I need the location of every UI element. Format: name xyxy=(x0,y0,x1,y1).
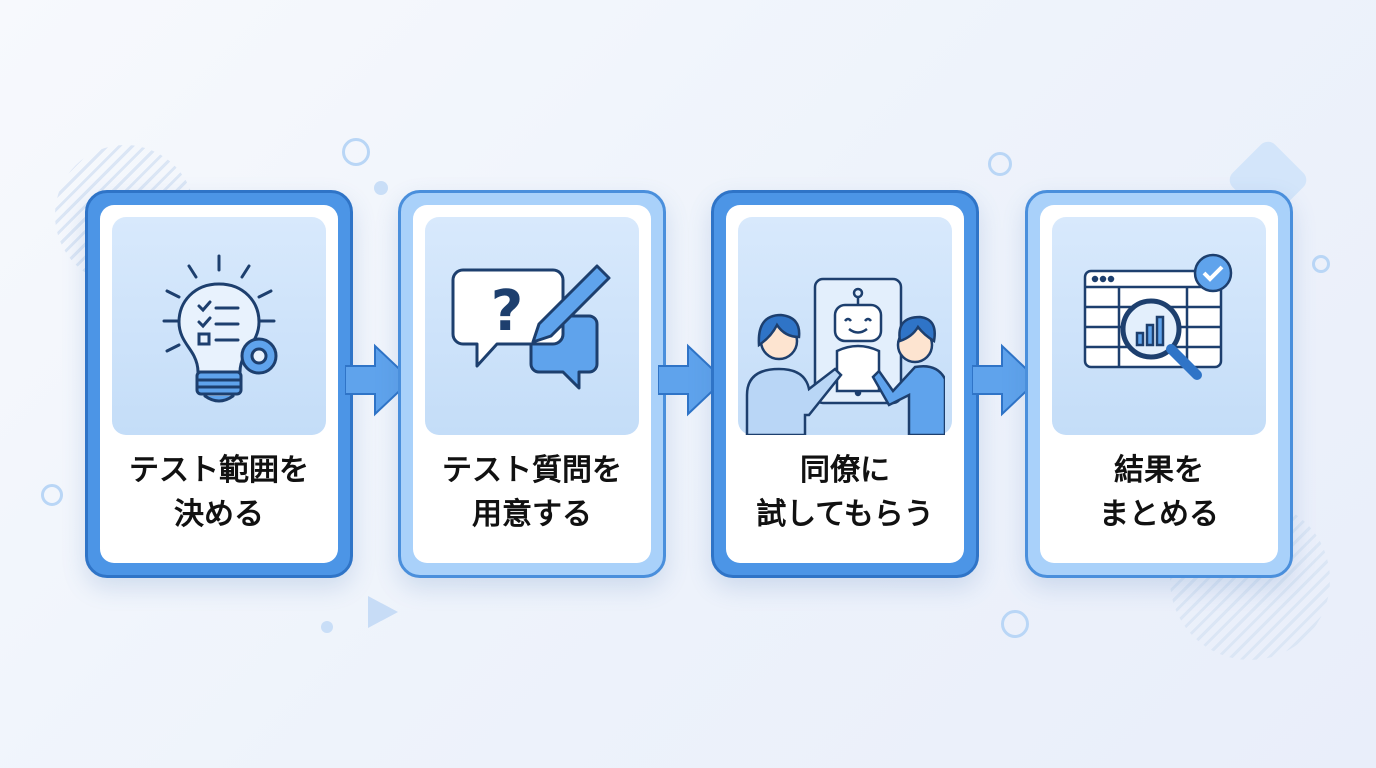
step-card-4: 結果をまとめる xyxy=(1025,190,1293,578)
step-title-line: 決める xyxy=(174,497,264,532)
question-bubble-pencil-icon: ? xyxy=(451,264,611,390)
step-title-line: テスト範囲を xyxy=(129,453,309,488)
arrow-right-icon xyxy=(972,343,1040,417)
arrow-right-icon xyxy=(345,343,413,417)
spreadsheet-magnifier-check-icon xyxy=(1083,253,1233,380)
step-title-line: 同僚に xyxy=(800,453,890,488)
step-card-1: テスト範囲を決める xyxy=(85,190,353,578)
arrow-right-icon xyxy=(658,343,726,417)
step-title-line: まとめる xyxy=(1099,497,1219,532)
step-title-line: 試してもらう xyxy=(756,497,934,532)
circle-decoration xyxy=(988,152,1012,176)
circle-decoration xyxy=(1001,610,1029,638)
svg-text:?: ? xyxy=(491,279,523,344)
people-robot-tablet-icon xyxy=(745,277,945,435)
circle-decoration xyxy=(1312,255,1330,273)
dot-decoration xyxy=(321,621,333,633)
circle-decoration xyxy=(342,138,370,166)
lightbulb-checklist-gear-icon xyxy=(162,254,278,403)
circle-decoration xyxy=(41,484,63,506)
step-title-line: 結果を xyxy=(1114,453,1204,488)
step-title-line: 用意する xyxy=(472,497,592,532)
step-card-3: 同僚に試してもらう xyxy=(711,190,979,578)
dot-decoration xyxy=(374,181,388,195)
triangle-decoration xyxy=(368,596,398,628)
step-card-2: ? テスト質問を用意する xyxy=(398,190,666,578)
step-title-line: テスト質問を xyxy=(442,453,622,488)
